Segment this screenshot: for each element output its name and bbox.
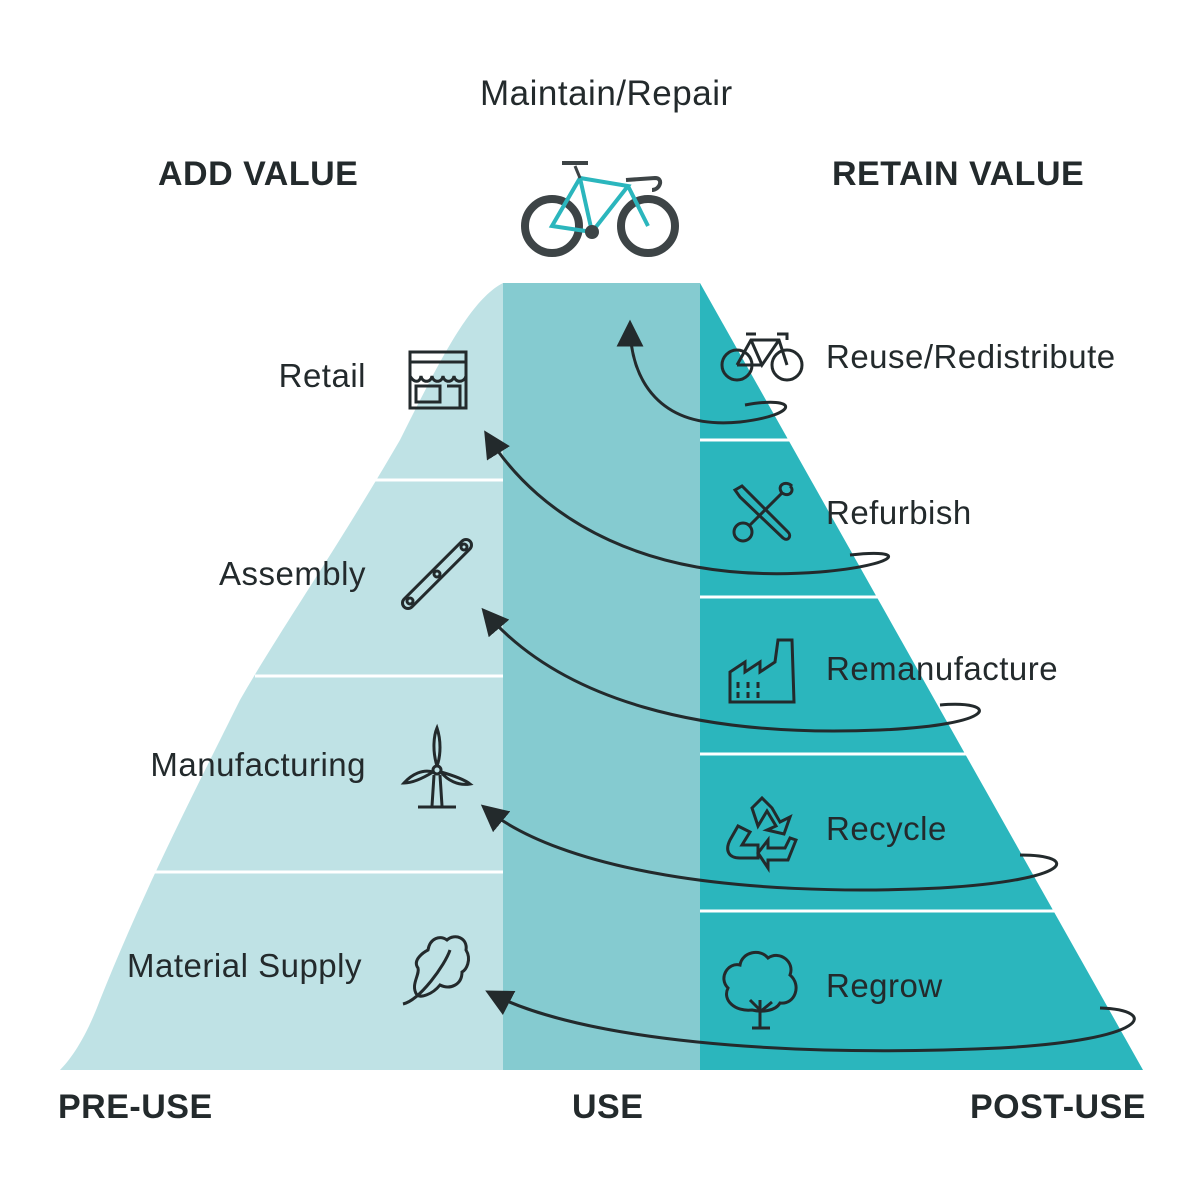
flow-arrows	[480, 319, 1136, 1053]
post-use-region	[700, 283, 1143, 1070]
stage-reuse-redistribute: Reuse/Redistribute	[826, 338, 1116, 375]
stage-manufacturing: Manufacturing	[150, 746, 366, 783]
tools-icon	[732, 481, 794, 543]
header-add-value: ADD VALUE	[158, 155, 359, 193]
road-bike-icon	[521, 161, 679, 257]
use-region	[503, 283, 700, 1070]
header-retain-value: RETAIN VALUE	[832, 155, 1085, 193]
stage-retail: Retail	[278, 357, 366, 394]
axis-use: USE	[572, 1088, 644, 1126]
storefront-icon	[408, 350, 468, 410]
axis-post-use: POST-USE	[970, 1088, 1146, 1126]
stage-assembly: Assembly	[218, 555, 366, 592]
bicycle-icon	[720, 332, 804, 382]
bike-chain-icon	[401, 538, 473, 610]
arrow-regrow-to-material-supply	[485, 990, 1136, 1053]
stage-material-supply: Material Supply	[127, 947, 362, 984]
arrow-refurbish-to-retail	[484, 430, 890, 576]
tree-icon	[722, 950, 798, 1030]
arrow-recycle-to-manufacturing	[480, 804, 1059, 892]
stage-recycle: Recycle	[826, 810, 947, 847]
stage-refurbish: Refurbish	[826, 494, 972, 531]
stage-dividers	[150, 438, 1068, 913]
stage-remanufacture: Remanufacture	[826, 650, 1059, 687]
axis-pre-use: PRE-USE	[58, 1088, 213, 1126]
leaf-icon	[402, 935, 470, 1006]
factory-icon	[728, 638, 796, 704]
wind-turbine-icon	[400, 723, 474, 809]
arrow-remanufacture-to-assembly	[481, 607, 981, 733]
title-maintain-repair: Maintain/Repair	[480, 74, 733, 113]
recycle-icon	[726, 795, 798, 873]
stage-regrow: Regrow	[826, 967, 943, 1004]
arrow-reuse-to-use	[616, 319, 788, 425]
